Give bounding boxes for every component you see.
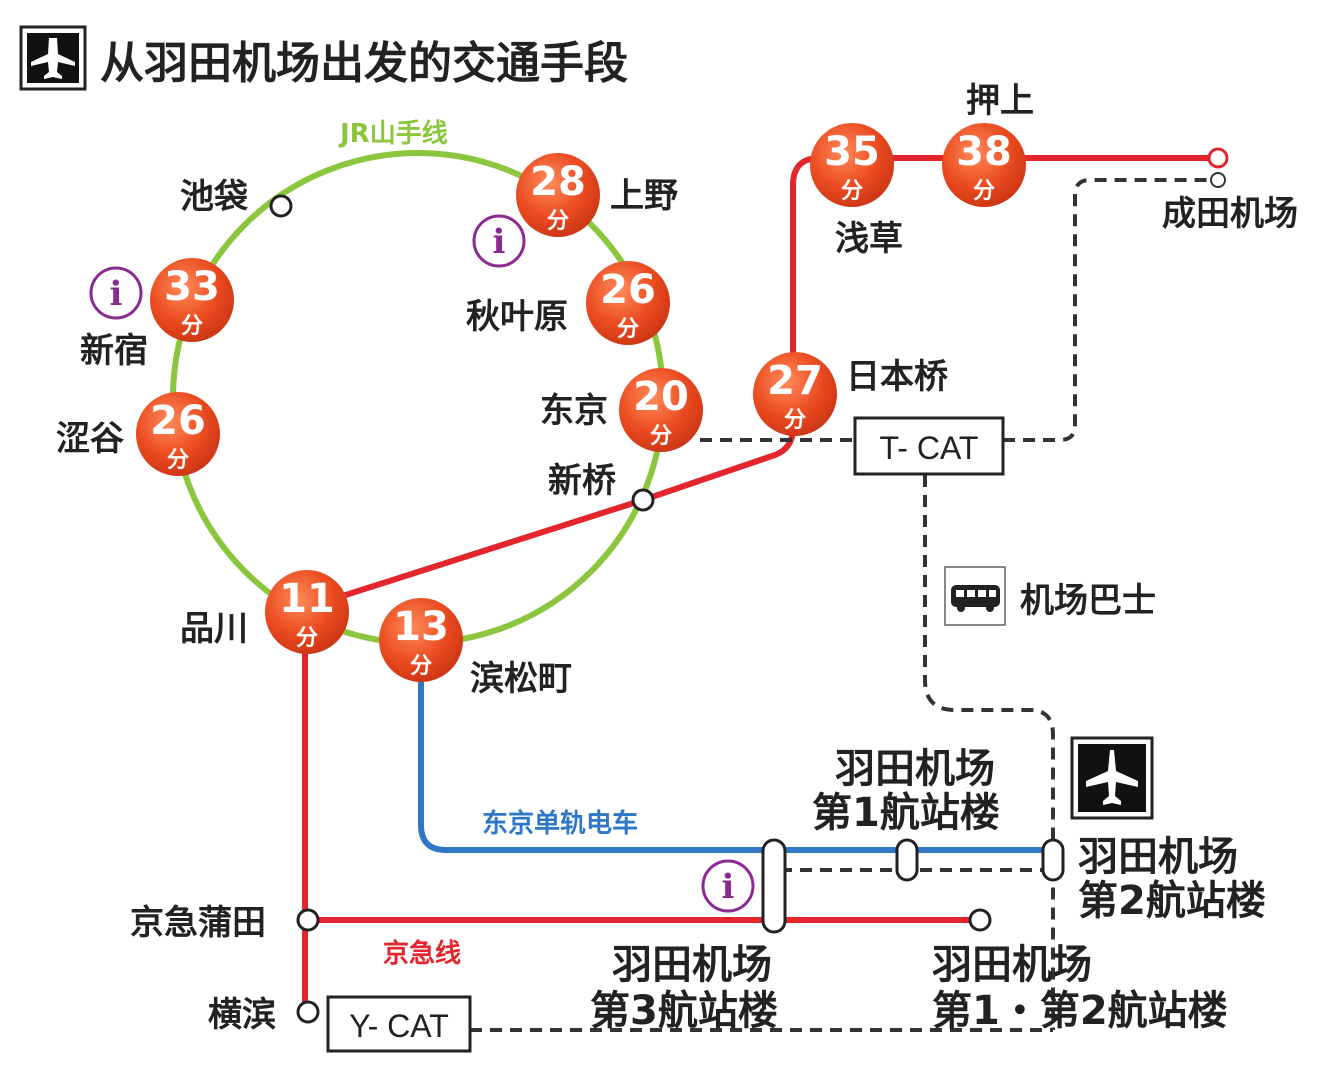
time-oshiage: 38	[956, 129, 1012, 175]
station-label-haneda-t3-line2: 第3航站楼	[590, 988, 778, 1034]
minute-unit: 分	[841, 179, 863, 204]
badge-ueno: 28 分	[516, 153, 600, 237]
time-tokyo: 20	[633, 374, 689, 420]
station-keikyu-kamata-marker[interactable]	[296, 908, 320, 932]
ycat-box[interactable]: Y- CAT	[326, 995, 472, 1053]
station-label-hamamatsucho: 滨松町	[470, 659, 572, 699]
minute-unit: 分	[617, 317, 639, 342]
station-label-tokyo: 东京	[540, 391, 608, 431]
station-label-haneda-t1-line2: 第1航站楼	[812, 790, 1000, 836]
station-yokohama-marker[interactable]	[296, 1000, 320, 1024]
time-asakusa: 35	[824, 129, 880, 175]
station-haneda-t2-marker[interactable]	[1041, 838, 1065, 882]
station-label-shibuya: 涩谷	[56, 419, 124, 459]
station-label-haneda-t2-line1: 羽田机场	[1078, 834, 1238, 880]
info-glyph: i	[493, 222, 506, 262]
time-shinjuku: 33	[164, 264, 220, 310]
yamanote-label: JR山手线	[338, 119, 448, 149]
tcat-box[interactable]: T- CAT	[853, 416, 1005, 476]
badge-shibuya: 26 分	[136, 392, 220, 476]
haneda-airplane-icon	[1070, 736, 1154, 820]
station-shinbashi-marker[interactable]	[631, 488, 655, 512]
badge-nihonbashi: 27 分	[753, 352, 837, 436]
station-narita-red-marker[interactable]	[1207, 147, 1229, 169]
station-label-oshiage: 押上	[966, 81, 1034, 121]
info-icon: i	[701, 859, 755, 913]
ycat-label: Y- CAT	[349, 1008, 449, 1044]
time-shinagawa: 11	[279, 576, 335, 622]
station-label-narita: 成田机场	[1162, 194, 1298, 234]
title-airplane-icon	[19, 25, 87, 91]
badge-oshiage: 38 分	[942, 123, 1026, 207]
station-haneda-t1-marker[interactable]	[895, 838, 919, 882]
station-label-haneda-t12-line2: 第1・第2航站楼	[932, 988, 1228, 1034]
badge-shinagawa: 11 分	[265, 570, 349, 654]
station-narita-bus-marker[interactable]	[1210, 172, 1226, 188]
station-label-haneda-t3-line1: 羽田机场	[612, 942, 772, 988]
bus-label: 机场巴士	[1020, 581, 1156, 621]
badge-asakusa: 35 分	[810, 123, 894, 207]
monorail-line	[418, 640, 1053, 853]
station-label-keikyu-kamata: 京急蒲田	[130, 903, 266, 943]
station-label-haneda-t12-line1: 羽田机场	[932, 942, 1092, 988]
minute-unit: 分	[167, 448, 189, 473]
station-label-shinjuku: 新宿	[80, 331, 148, 371]
time-nihonbashi: 27	[767, 358, 823, 404]
minute-unit: 分	[973, 179, 995, 204]
minute-unit: 分	[296, 626, 318, 651]
page-title: 从羽田机场出发的交通手段	[100, 38, 628, 89]
time-akihabara: 26	[600, 267, 656, 313]
bus-icon	[944, 566, 1006, 626]
minute-unit: 分	[410, 654, 432, 679]
minute-unit: 分	[547, 209, 569, 234]
station-label-shinagawa: 品川	[180, 609, 248, 649]
station-label-nihonbashi: 日本桥	[846, 357, 948, 397]
station-haneda-t3-marker[interactable]	[761, 838, 787, 934]
badge-tokyo: 20 分	[619, 368, 703, 452]
station-label-ikebukuro: 池袋	[180, 177, 248, 217]
station-label-shinbashi: 新桥	[548, 461, 616, 501]
info-glyph: i	[110, 274, 123, 314]
badge-hamamatsucho: 13 分	[379, 598, 463, 682]
station-label-yokohama: 横滨	[208, 995, 276, 1035]
keikyu-label: 京急线	[383, 938, 461, 969]
minute-unit: 分	[181, 314, 203, 339]
info-glyph: i	[722, 867, 735, 907]
bus-routes	[470, 178, 1218, 1032]
station-label-haneda-t1-line1: 羽田机场	[835, 746, 995, 792]
time-hamamatsucho: 13	[393, 604, 449, 650]
info-icon: i	[89, 266, 143, 320]
station-label-ueno: 上野	[610, 176, 678, 216]
station-label-asakusa: 浅草	[835, 219, 903, 259]
station-label-haneda-t2-line2: 第2航站楼	[1078, 878, 1266, 924]
minute-unit: 分	[784, 408, 806, 433]
info-icon: i	[472, 214, 526, 268]
tcat-label: T- CAT	[880, 430, 979, 466]
station-haneda-t12-keikyu-marker[interactable]	[968, 908, 992, 932]
station-label-akihabara: 秋叶原	[466, 297, 568, 337]
minute-unit: 分	[650, 424, 672, 449]
badge-shinjuku: 33 分	[150, 258, 234, 342]
monorail-label: 东京单轨电车	[482, 808, 638, 839]
station-ikebukuro-marker[interactable]	[269, 194, 293, 218]
time-ueno: 28	[530, 159, 586, 205]
badge-akihabara: 26 分	[586, 261, 670, 345]
time-shibuya: 26	[150, 398, 206, 444]
